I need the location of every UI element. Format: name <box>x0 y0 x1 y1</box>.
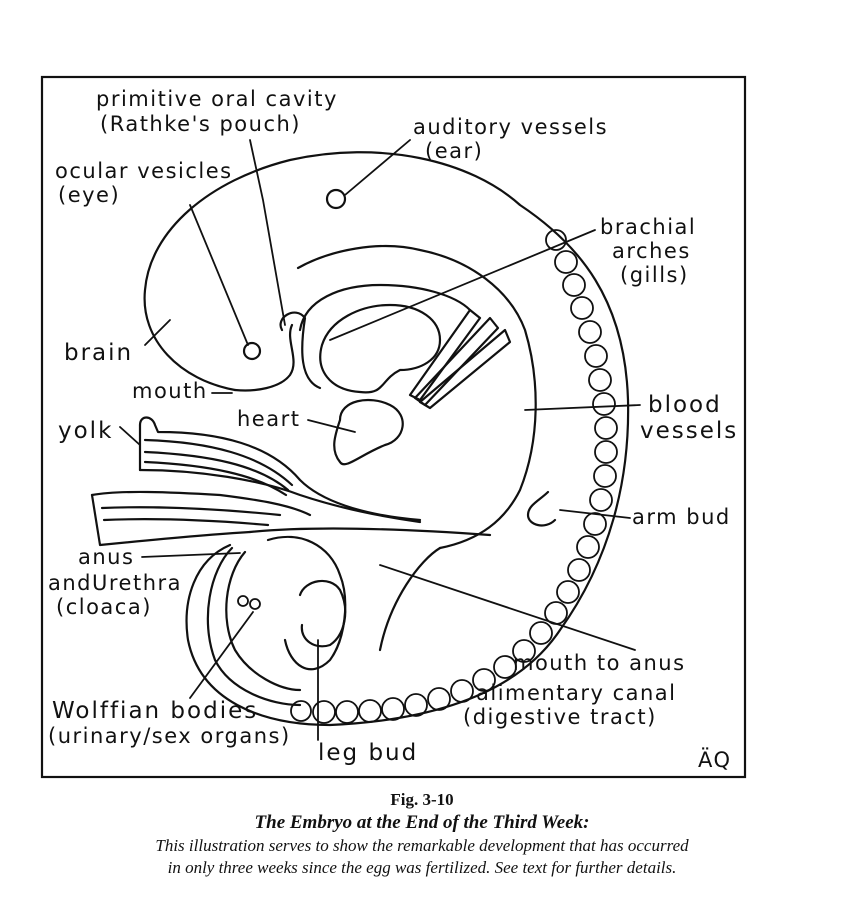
label-cloaca: (cloaca) <box>56 595 152 619</box>
heart-lower <box>333 398 404 466</box>
oral-cavity <box>279 311 322 390</box>
figure-description-line-2: in only three weeks since the egg was fe… <box>167 858 677 877</box>
label-alimentary-canal: alimentary canal <box>476 681 677 705</box>
figure-number: Fig. 3-10 <box>390 790 454 809</box>
label-rathkes-pouch: (Rathke's pouch) <box>100 112 301 136</box>
tail-curve-outer <box>206 546 302 707</box>
label-gills: (gills) <box>620 263 689 287</box>
label-leg-bud: leg bud <box>318 740 418 766</box>
label-wolffian-bodies: Wolffian bodies <box>52 698 258 724</box>
label-and-urethra: andUrethra <box>48 571 182 595</box>
label-blood: blood <box>648 392 722 418</box>
pharynx-contour <box>296 244 537 550</box>
diagram-frame <box>40 75 747 779</box>
label-primitive-oral-cavity: primitive oral cavity <box>96 87 338 111</box>
somites <box>290 229 618 724</box>
embryo-outline <box>143 151 630 727</box>
wolffian-body-a <box>237 595 249 607</box>
eye-vesicle <box>242 341 262 361</box>
label-ocular-vesicles: ocular vesicles <box>55 159 233 183</box>
label-urinary-sex-organs: (urinary/sex organs) <box>48 724 291 748</box>
label-arm-bud: arm bud <box>632 505 731 529</box>
head-underside <box>233 323 295 392</box>
label-ear: (ear) <box>425 139 483 163</box>
label-vessels: vessels <box>640 418 738 444</box>
wolffian-body-b <box>249 598 261 610</box>
alimentary-canal-line <box>378 546 442 652</box>
cloaca-curve <box>266 535 347 671</box>
allantois <box>90 490 492 547</box>
label-anus: anus <box>78 545 134 569</box>
label-brachial: brachial <box>600 215 696 239</box>
arm-bud-shape <box>526 490 557 527</box>
ear-vesicle <box>325 188 347 210</box>
label-eye: (eye) <box>58 183 120 207</box>
label-mouth: mouth <box>132 379 208 403</box>
figure-description-line-1: This illustration serves to show the rem… <box>155 836 689 855</box>
heart-shape <box>319 303 442 394</box>
leader-lines <box>119 139 641 741</box>
label-heart: heart <box>237 407 300 431</box>
label-digestive-tract: (digestive tract) <box>463 705 657 729</box>
label-yolk: yolk <box>58 418 113 444</box>
yolk-stalk <box>138 416 422 524</box>
label-arches: arches <box>612 239 691 263</box>
artist-signature: ÄQ <box>698 747 732 772</box>
label-auditory-vessels: auditory vessels <box>413 115 608 139</box>
label-mouth-to-anus: mouth to anus <box>513 651 686 675</box>
leg-bud-shape <box>298 579 347 648</box>
pharynx-inner <box>298 283 472 332</box>
brachial-arches-shape <box>408 308 512 410</box>
figure-title: The Embryo at the End of the Third Week: <box>254 812 590 833</box>
label-brain: brain <box>64 340 133 366</box>
tail-curve-inner <box>225 550 302 692</box>
